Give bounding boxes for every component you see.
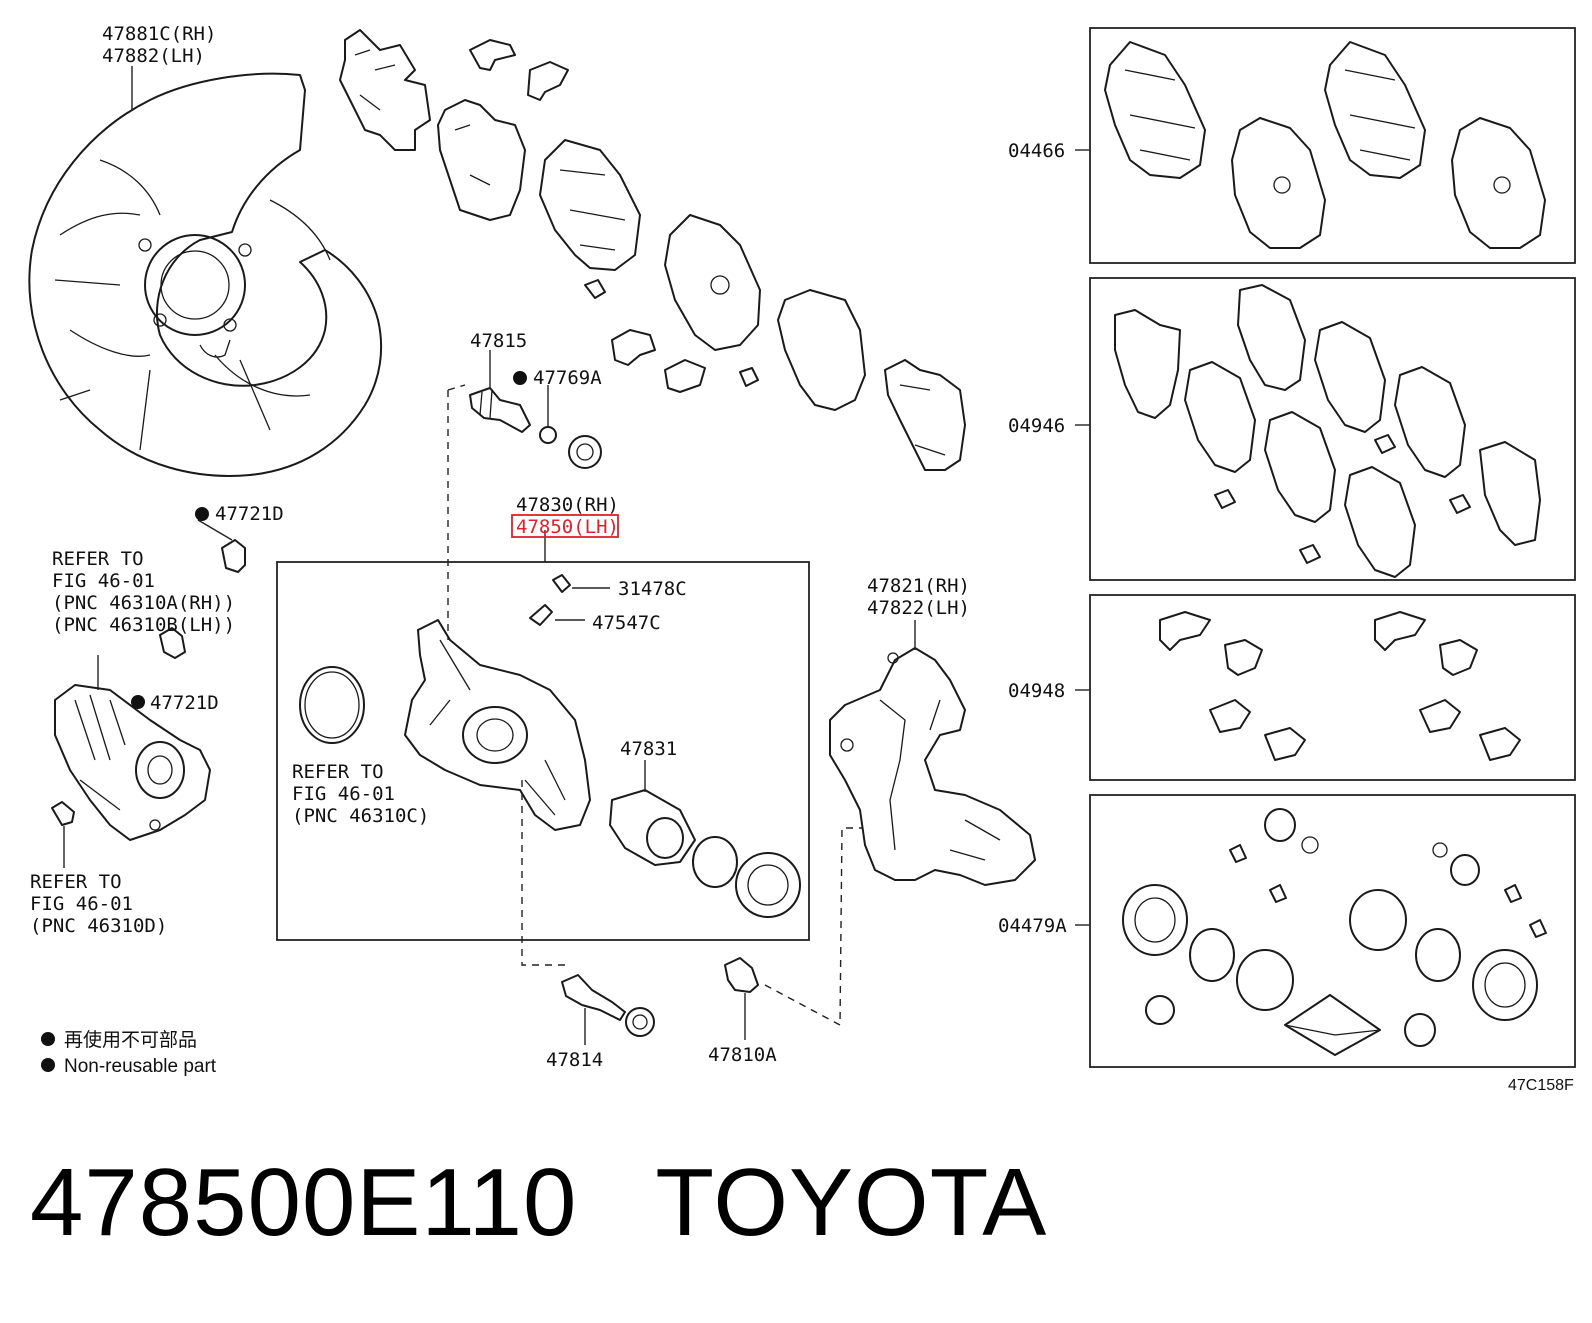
label-47814: 47814 [546, 1049, 603, 1071]
label-47831: 47831 [620, 738, 677, 760]
legend-dot-jp [41, 1032, 55, 1046]
label-kit-04466: 04466 [1008, 140, 1065, 162]
label-mount-rh: 47821(RH) [867, 575, 970, 597]
legend-text-jp: 再使用不可部品 [64, 1029, 197, 1051]
piston-illustration [609, 760, 696, 866]
label-shield-lh: 47882(LH) [102, 45, 205, 67]
non-reusable-dot [195, 507, 209, 521]
shim-outer-back-illustration [884, 359, 966, 471]
part-number: 478500E110 [30, 1149, 578, 1256]
small-clips-illustration [584, 279, 759, 393]
anti-squeal-clip-illustration [469, 39, 569, 101]
label-kit-04946: 04946 [1008, 415, 1065, 437]
kit-04466-pads-illustration [1104, 41, 1546, 249]
piston-seal-illustration [692, 836, 738, 888]
bleeder-cap-illustration [552, 574, 610, 593]
label-caliper-rh: 47830(RH) [516, 494, 619, 516]
guide-pin-upper-illustration [469, 387, 602, 469]
highlight-box [511, 514, 619, 538]
kit-04948-clips-illustration [1159, 611, 1521, 761]
label-47815: 47815 [470, 330, 527, 352]
bleeder-screw-illustration [529, 604, 585, 626]
ref-plug-line2: FIG 46-01 [30, 893, 133, 915]
product-title: 478500E110 TOYOTA [30, 1148, 1047, 1258]
label-kit-04479a: 04479A [998, 915, 1067, 937]
brake-pad-outer-illustration [664, 214, 761, 351]
label-47721d-upper: 47721D [215, 503, 284, 525]
ref-seal-line1: REFER TO [292, 761, 384, 783]
ref-plug-line1: REFER TO [30, 871, 122, 893]
label-mount-lh: 47822(LH) [867, 597, 970, 619]
legend-dot-en [41, 1058, 55, 1072]
kit-frame-04479a [1089, 794, 1576, 1068]
label-caliper-lh-highlighted[interactable]: 47850(LH) [516, 516, 619, 538]
kit-frame-04466 [1089, 27, 1576, 264]
ref-plug-line3: (PNC 46310D) [30, 915, 167, 937]
label-47810a: 47810A [708, 1044, 777, 1066]
dust-shield-illustration [28, 72, 383, 477]
figure-code: 47C158F [1508, 1077, 1574, 1094]
label-47721d-lower: 47721D [150, 692, 219, 714]
kit-frame-04946 [1089, 277, 1576, 581]
mounting-bracket-illustration [829, 620, 1036, 886]
non-reusable-dot [513, 371, 527, 385]
label-47547c: 47547C [592, 612, 661, 634]
shim-middle-illustration [437, 99, 526, 221]
kit-04479a-seals-illustration [1122, 808, 1547, 1056]
motor-assembly-illustration [54, 655, 211, 841]
ref-seal-line3: (PNC 46310C) [292, 805, 429, 827]
ref-motor-line1: REFER TO [52, 548, 144, 570]
ref-motor-line4: (PNC 46310B(LH)) [52, 614, 235, 636]
shim-outer-illustration [777, 289, 866, 411]
bolt-motor-illustration [159, 627, 186, 659]
label-47769a: 47769A [533, 367, 602, 389]
seal-ring-illustration [299, 666, 365, 744]
brake-pad-inner-illustration [539, 139, 641, 271]
label-kit-04948: 04948 [1008, 680, 1065, 702]
label-31478c: 31478C [618, 578, 687, 600]
plug-illustration [51, 801, 75, 826]
ref-motor-line2: FIG 46-01 [52, 570, 155, 592]
kit-frame-04948 [1089, 594, 1576, 781]
caliper-body-illustration [404, 619, 591, 831]
ref-seal-line2: FIG 46-01 [292, 783, 395, 805]
ref-motor-line3: (PNC 46310A(RH)) [52, 592, 235, 614]
shim-left-illustration [339, 29, 431, 151]
mount-bolt-illustration [724, 957, 759, 1040]
label-shield-rh: 47881C(RH) [102, 23, 216, 45]
caliper-assembly-frame [276, 561, 810, 941]
brand-name: TOYOTA [655, 1149, 1048, 1256]
guide-pin-lower-illustration [561, 974, 655, 1045]
kit-04946-shims-illustration [1114, 284, 1541, 578]
non-reusable-dot [131, 695, 145, 709]
legend-text-en: Non-reusable part [64, 1056, 217, 1077]
bolt-upper-illustration [197, 519, 246, 573]
piston-boot-illustration [735, 852, 801, 918]
